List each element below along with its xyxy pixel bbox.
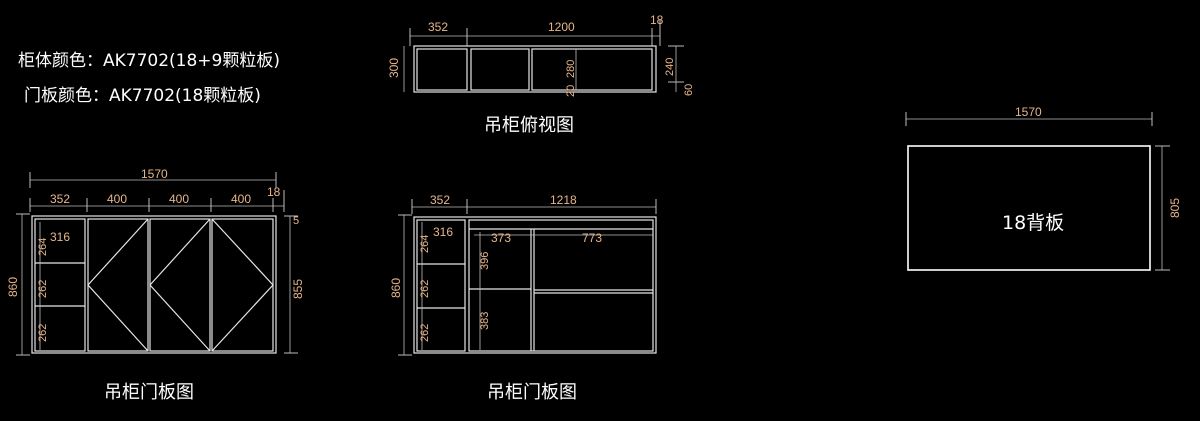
- front-left-dim-c1: 352: [50, 192, 70, 206]
- front-right-inner-w: 316: [433, 225, 453, 239]
- front-left-dim-c2: 400: [107, 192, 127, 206]
- front-left-s1: 264: [37, 238, 49, 256]
- back-panel: 1570 805 18背板: [905, 105, 1182, 271]
- front-left-s2: 262: [37, 280, 49, 298]
- top-dim-height: 300: [387, 58, 401, 78]
- front-left-dim-c3: 400: [169, 192, 189, 206]
- note-door-color: 门板颜色：AK7702(18颗粒板): [24, 86, 261, 106]
- front-right-dim-height: 860: [389, 278, 403, 298]
- front-left-s3: 262: [37, 324, 49, 342]
- front-right-mh1: 396: [479, 252, 491, 270]
- back-panel-label: 18背板: [1002, 212, 1064, 234]
- front-left-title: 吊柜门板图: [104, 382, 194, 403]
- front-right-title: 吊柜门板图: [487, 382, 577, 403]
- note-cabinet-color: 柜体颜色：AK7702(18+9颗粒板): [18, 51, 280, 71]
- top-dim-bottom: 20: [565, 85, 577, 97]
- back-panel-height: 805: [1168, 198, 1182, 218]
- front-view-left: 1570 352 400 400 400 18 860 316 2: [6, 167, 305, 403]
- top-dim-edge: 18: [650, 13, 664, 27]
- front-right-mid-w2: 773: [582, 231, 602, 245]
- top-dim-left: 352: [428, 20, 448, 34]
- front-left-dim-right: 855: [291, 279, 305, 299]
- front-left-inner-w: 316: [50, 230, 70, 244]
- front-left-dim-total: 1570: [141, 167, 168, 181]
- front-right-s1: 264: [419, 235, 431, 253]
- top-dim-main: 1200: [548, 20, 575, 34]
- back-panel-width: 1570: [1015, 105, 1042, 119]
- front-right-mh2: 383: [479, 312, 491, 330]
- top-dim-right: 240: [664, 58, 676, 76]
- front-view-right: 352 1218 860 316 264 262 262 373 773 396…: [389, 193, 657, 403]
- front-right-dim-right: 1218: [550, 193, 577, 207]
- top-dim-right-low: 60: [683, 84, 695, 96]
- front-right-s2: 262: [419, 280, 431, 298]
- front-left-dim-c4: 400: [231, 192, 251, 206]
- front-right-dim-left: 352: [430, 193, 450, 207]
- top-view: 352 1200 18 300 280 20 240 60 吊柜俯视图: [387, 13, 695, 136]
- front-left-dim-edge: 18: [267, 185, 281, 199]
- front-left-top-right: 5: [293, 215, 299, 227]
- front-left-dim-height: 860: [6, 277, 20, 297]
- top-view-title: 吊柜俯视图: [484, 115, 574, 136]
- top-dim-inner: 280: [565, 60, 577, 78]
- front-right-mid-w1: 373: [491, 231, 511, 245]
- front-right-s3: 262: [419, 324, 431, 342]
